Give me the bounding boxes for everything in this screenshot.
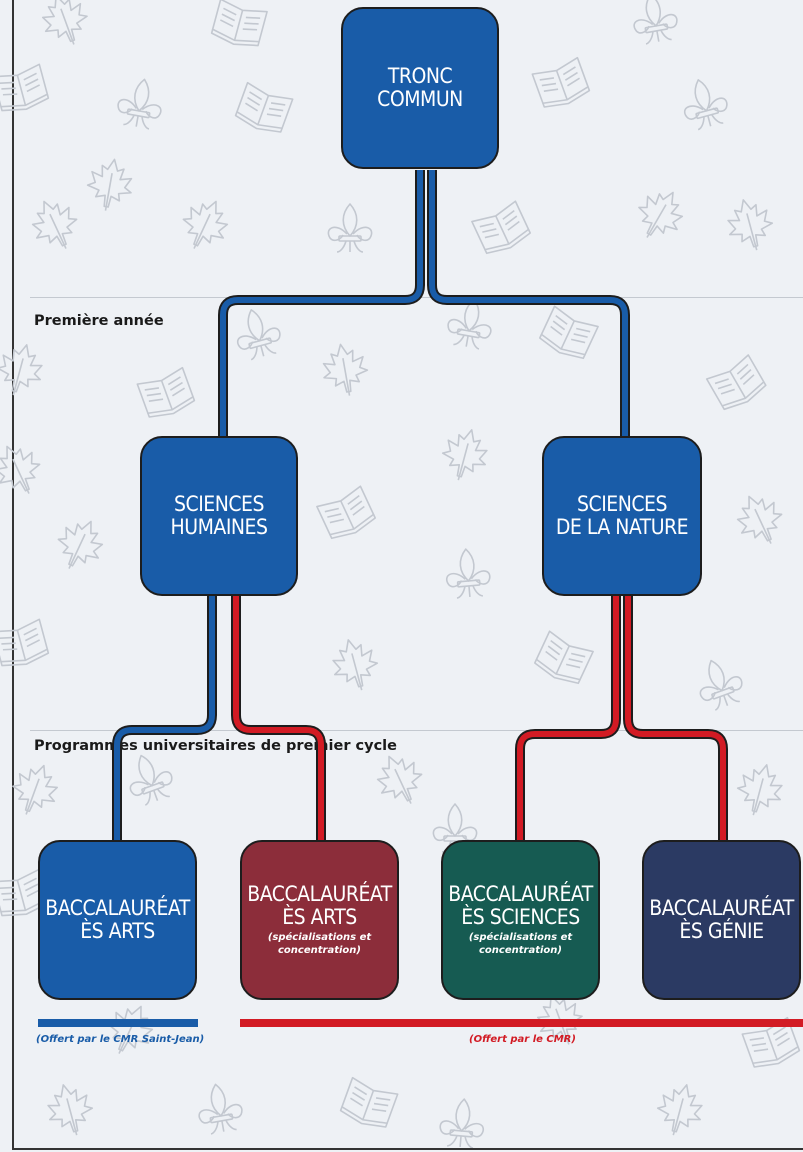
undergrad-divider — [30, 730, 803, 731]
beng-title: BACCALAURÉAT ÈS GÉNIE — [649, 896, 794, 943]
ba-arts-rmc-node[interactable]: BACCALAURÉAT ÈS ARTS (spécialisations et… — [240, 840, 399, 1000]
saint-jean-offer-bar — [38, 1019, 198, 1027]
undergrad-label: Programmes universitaires de premier cyc… — [34, 738, 397, 754]
bsc-node[interactable]: BACCALAURÉAT ÈS SCIENCES (spécialisation… — [441, 840, 600, 1000]
beng-node[interactable]: BACCALAURÉAT ÈS GÉNIE — [642, 840, 801, 1000]
natural-sciences-node[interactable]: SCIENCES DE LA NATURE — [542, 436, 702, 596]
first-year-label: Première année — [34, 313, 164, 329]
ba-arts-rmc-title: BACCALAURÉAT ÈS ARTS — [247, 881, 392, 929]
rmc-offer-text: (Offert par le CMR) — [469, 1034, 576, 1045]
rmc-offer-bar — [240, 1019, 803, 1027]
saint-jean-offer-text: (Offert par le CMR Saint-Jean) — [36, 1034, 205, 1045]
ba-arts-saint-jean-node[interactable]: BACCALAURÉAT ÈS ARTS — [38, 840, 197, 1000]
core-program-title: TRONC COMMUN — [377, 64, 463, 111]
bsc-subtitle: (spécialisations et concentration) — [468, 932, 573, 956]
humanities-title: SCIENCES HUMAINES — [170, 492, 268, 539]
natural-sciences-title: SCIENCES DE LA NATURE — [555, 492, 689, 539]
humanities-node[interactable]: SCIENCES HUMAINES — [140, 436, 298, 596]
ba-arts-rmc-subtitle: (spécialisations et concentration) — [267, 932, 372, 956]
ba-arts-saint-jean-title: BACCALAURÉAT ÈS ARTS — [45, 896, 190, 943]
bsc-title: BACCALAURÉAT ÈS SCIENCES — [448, 881, 593, 929]
core-program-node[interactable]: TRONC COMMUN — [341, 7, 499, 169]
